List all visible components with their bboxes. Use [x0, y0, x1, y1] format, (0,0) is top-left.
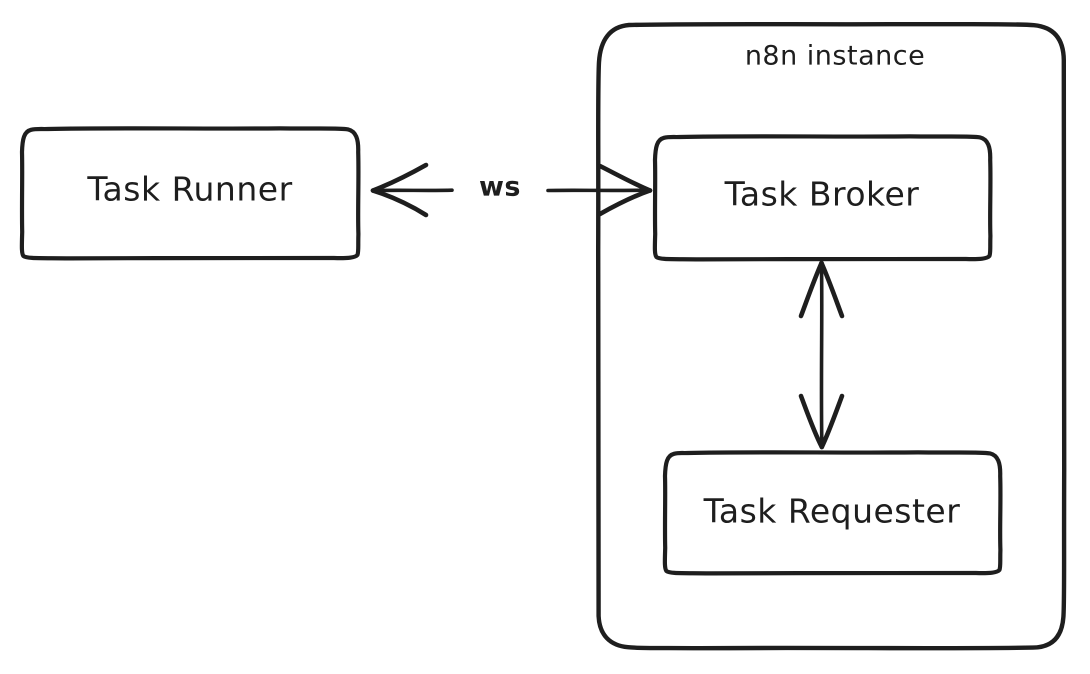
group-n8n-instance-outline	[595, 21, 1067, 651]
edge-runner-broker-label: ws	[479, 172, 521, 203]
node-task-requester[interactable]: Task Requester	[662, 450, 1003, 576]
node-task-broker-outline	[652, 134, 993, 262]
node-task-runner-label: Task Runner	[86, 170, 292, 209]
edge-broker-requester-arrowhead-top-left	[798, 260, 824, 319]
node-task-runner-outline	[19, 126, 361, 261]
edge-runner-broker[interactable]: ws	[370, 162, 653, 218]
edge-runner-broker-arrowhead-right-lower	[597, 188, 653, 217]
node-task-requester-label: Task Requester	[703, 492, 961, 531]
group-n8n-instance-label: n8n instance	[745, 41, 925, 72]
edge-runner-broker-arrowhead-right	[597, 163, 653, 193]
node-task-broker-label: Task Broker	[724, 175, 920, 214]
edge-broker-requester-arrowhead-top-right	[819, 260, 845, 319]
edge-broker-requester-arrowhead-bottom-right	[819, 393, 845, 450]
edge-broker-requester[interactable]	[798, 260, 845, 450]
group-n8n-instance[interactable]: n8n instance	[595, 21, 1067, 651]
node-task-runner[interactable]: Task Runner	[19, 126, 361, 261]
edge-runner-broker-arrowhead-left-lower	[370, 188, 429, 218]
node-task-broker[interactable]: Task Broker	[652, 134, 993, 262]
edge-runner-broker-arrowhead-left	[370, 162, 429, 193]
edge-broker-requester-arrowhead-bottom-left	[798, 393, 825, 450]
node-task-requester-outline	[662, 450, 1003, 576]
